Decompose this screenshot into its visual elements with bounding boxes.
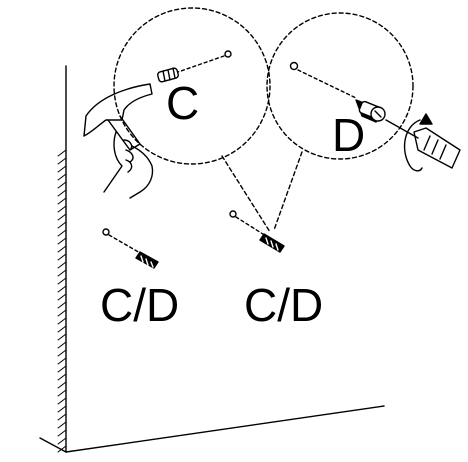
hand-icon bbox=[103, 131, 154, 199]
hatch-stroke bbox=[57, 357, 67, 365]
hatch-stroke bbox=[57, 285, 67, 293]
hatch-stroke bbox=[57, 197, 67, 205]
label-step-d: D bbox=[332, 109, 366, 161]
hatch-stroke bbox=[57, 325, 67, 333]
hatch-stroke bbox=[57, 229, 67, 237]
magnifier-circle-hammer bbox=[113, 7, 271, 165]
hatch-stroke bbox=[57, 205, 67, 213]
wall-anchor-icon bbox=[157, 67, 179, 83]
screw-icon bbox=[355, 99, 386, 123]
magnifier-circle-screwdriver bbox=[266, 12, 414, 160]
hatch-stroke bbox=[57, 157, 67, 165]
hatch-stroke bbox=[57, 317, 67, 325]
hatch-stroke bbox=[57, 365, 67, 373]
left-wall-anchor bbox=[102, 228, 159, 269]
hatch-stroke bbox=[57, 333, 67, 341]
hatch-stroke bbox=[57, 437, 67, 445]
wall bbox=[39, 65, 385, 453]
hole-marker-screwdriver bbox=[289, 61, 357, 99]
label-left-anchor: C/D bbox=[100, 279, 180, 331]
hatch-stroke bbox=[57, 301, 67, 309]
hatch-stroke bbox=[57, 149, 67, 157]
hatch-stroke bbox=[57, 349, 67, 357]
hatch-stroke bbox=[57, 213, 67, 221]
hatch-stroke bbox=[57, 381, 67, 389]
hatch-stroke bbox=[57, 173, 67, 181]
hatch-stroke bbox=[57, 277, 67, 285]
hatch-stroke bbox=[57, 253, 67, 261]
hatch-stroke bbox=[57, 421, 67, 429]
hatch-stroke bbox=[57, 373, 67, 381]
wall-hatching bbox=[57, 149, 67, 453]
hatch-stroke bbox=[57, 429, 67, 437]
hatch-stroke bbox=[57, 389, 67, 397]
callout-lines bbox=[221, 151, 303, 233]
hatch-stroke bbox=[57, 189, 67, 197]
hatch-stroke bbox=[57, 221, 67, 229]
hatch-stroke bbox=[57, 397, 67, 405]
hatch-stroke bbox=[57, 445, 67, 453]
rotation-arrow-icon bbox=[403, 113, 433, 172]
hatch-stroke bbox=[57, 261, 67, 269]
hatch-stroke bbox=[57, 245, 67, 253]
hole-marker-hammer bbox=[177, 50, 232, 73]
hatch-stroke bbox=[57, 181, 67, 189]
hatch-stroke bbox=[57, 405, 67, 413]
hatch-stroke bbox=[57, 413, 67, 421]
hatch-stroke bbox=[57, 269, 67, 277]
hammer-icon bbox=[83, 83, 153, 151]
screwdriver-icon bbox=[385, 119, 461, 169]
hatch-stroke bbox=[57, 293, 67, 301]
hatch-stroke bbox=[57, 165, 67, 173]
hatch-stroke bbox=[57, 341, 67, 349]
right-wall-anchor bbox=[229, 210, 285, 253]
hatch-stroke bbox=[57, 237, 67, 245]
hatch-stroke bbox=[57, 309, 67, 317]
label-step-c: C bbox=[166, 77, 200, 129]
label-right-anchor: C/D bbox=[244, 279, 324, 331]
